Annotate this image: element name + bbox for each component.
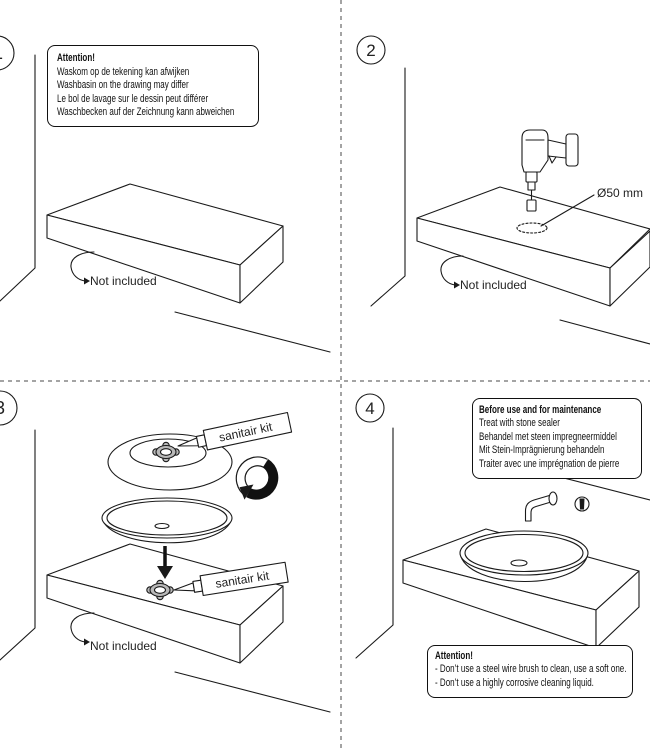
drill-hole-marker <box>516 222 548 234</box>
drill-trigger <box>548 155 557 164</box>
cleaning-warning-box: Attention! - Don’t use a steel wire brus… <box>427 645 633 698</box>
drawing-disclaimer-box: Attention! Waskom op de tekening kan afw… <box>47 45 259 127</box>
wall-corner-line <box>0 54 36 302</box>
not-included-label: Not included <box>90 639 157 653</box>
step-number-circle <box>356 35 386 65</box>
step-number: 4 <box>365 399 374 418</box>
maintenance-text: Before use and for maintenance Treat wit… <box>479 404 619 472</box>
faucet-spout <box>524 494 552 522</box>
rotate-arrow-icon <box>235 456 279 500</box>
drawing-disclaimer-text: Attention! Waskom op de tekening kan afw… <box>57 52 234 120</box>
knob-handle <box>579 498 585 510</box>
panel-step-1: 1 Not included <box>0 35 331 353</box>
maintenance-line: Treat with stone sealer <box>479 417 560 429</box>
step-number: 1 <box>0 43 3 63</box>
notice-line: Le bol de lavage sur le dessin peut diff… <box>57 92 209 105</box>
wall-corner-line <box>355 427 394 659</box>
curved-arrow-icon <box>70 612 95 643</box>
maintenance-line: Traiter avec une imprégnation de pierre <box>479 457 620 470</box>
countertop <box>416 186 650 307</box>
drill-battery <box>565 133 579 167</box>
sealant-ring-icon <box>146 579 174 601</box>
drill-chuck <box>525 171 538 183</box>
drill-grip <box>547 139 567 159</box>
rotate-arrow-band <box>246 459 279 500</box>
notice-title: Attention! <box>57 52 95 64</box>
maintenance-line: Behandel met steen impregneermiddel <box>479 430 617 443</box>
curved-arrow-icon <box>70 251 95 282</box>
floor-line <box>174 311 331 353</box>
step-number-circle <box>0 35 15 71</box>
notice-line: Waschbecken auf der Zeichnung kann abwei… <box>57 106 235 118</box>
tube-body <box>202 411 293 451</box>
basin <box>459 530 589 583</box>
arrowhead-icon <box>84 638 90 646</box>
faucet-knob-icon <box>574 496 590 512</box>
faucet-wall-plate <box>548 491 558 506</box>
sealant-tube-icon: sanitair kit <box>173 561 289 597</box>
maintenance-line: Mit Stein-Imprägnierung behandeln <box>479 444 605 456</box>
notice-line: Waskom op de tekening kan afwijken <box>57 65 190 78</box>
wall-faucet-icon <box>524 491 558 522</box>
sealant-ring-icon <box>152 441 180 463</box>
drill-icon <box>521 129 579 212</box>
basin <box>101 497 233 544</box>
warning-line: - Don’t use a steel wire brush to clean,… <box>435 663 627 675</box>
basin-rim-outer <box>459 530 589 576</box>
basin-rim-outer <box>101 497 233 539</box>
basin-drain <box>510 559 528 567</box>
down-arrowhead <box>157 566 173 579</box>
wall-corner-line <box>0 429 36 661</box>
floor-line <box>559 319 650 345</box>
basin-rim-inner <box>464 533 584 573</box>
basin-outer-shell <box>107 433 233 491</box>
basin-base <box>129 438 207 468</box>
countertop-end-face <box>595 570 640 649</box>
basin-drain <box>154 522 170 530</box>
arrowhead-icon <box>454 281 460 289</box>
countertop-end-face <box>239 585 284 664</box>
floor-line <box>174 671 331 713</box>
step-number-circle <box>0 390 18 426</box>
panel-step-3: 3 sanitair kit <box>0 390 331 713</box>
panel-step-2: 2 Ø50 mm Not included <box>356 35 650 345</box>
tube-body <box>199 561 289 597</box>
countertop <box>46 183 284 304</box>
countertop-end-face <box>609 230 650 307</box>
not-included-label: Not included <box>460 278 527 292</box>
drill-body <box>521 129 549 173</box>
basin-rim-inner <box>106 500 228 536</box>
down-arrow-icon <box>157 546 173 579</box>
curved-arrow-icon <box>440 255 464 286</box>
hole-diameter-label: Ø50 mm <box>597 186 643 200</box>
step-number: 3 <box>0 398 5 418</box>
countertop-end-face <box>239 225 284 304</box>
arrowhead-icon <box>84 277 90 285</box>
hole-saw <box>526 199 537 212</box>
drill-chuck-tip <box>527 181 536 191</box>
panel-step-4: 4 <box>355 393 650 659</box>
rotate-arrowhead <box>239 484 254 500</box>
maintenance-box: Before use and for maintenance Treat wit… <box>472 398 642 479</box>
dimension-leader-line <box>540 194 595 227</box>
warning-title: Attention! <box>435 649 473 662</box>
step-number-circle <box>355 393 385 423</box>
step-number: 2 <box>366 41 375 60</box>
maintenance-title: Before use and for maintenance <box>479 403 602 416</box>
wall-corner-line <box>370 67 406 307</box>
notice-line: Washbasin on the drawing may differ <box>57 79 189 91</box>
not-included-label: Not included <box>90 274 157 288</box>
cleaning-warning-text: Attention! - Don’t use a steel wire brus… <box>435 650 626 691</box>
basin-upside-down <box>107 433 233 491</box>
warning-line: - Don’t use a highly corrosive cleaning … <box>435 676 594 689</box>
